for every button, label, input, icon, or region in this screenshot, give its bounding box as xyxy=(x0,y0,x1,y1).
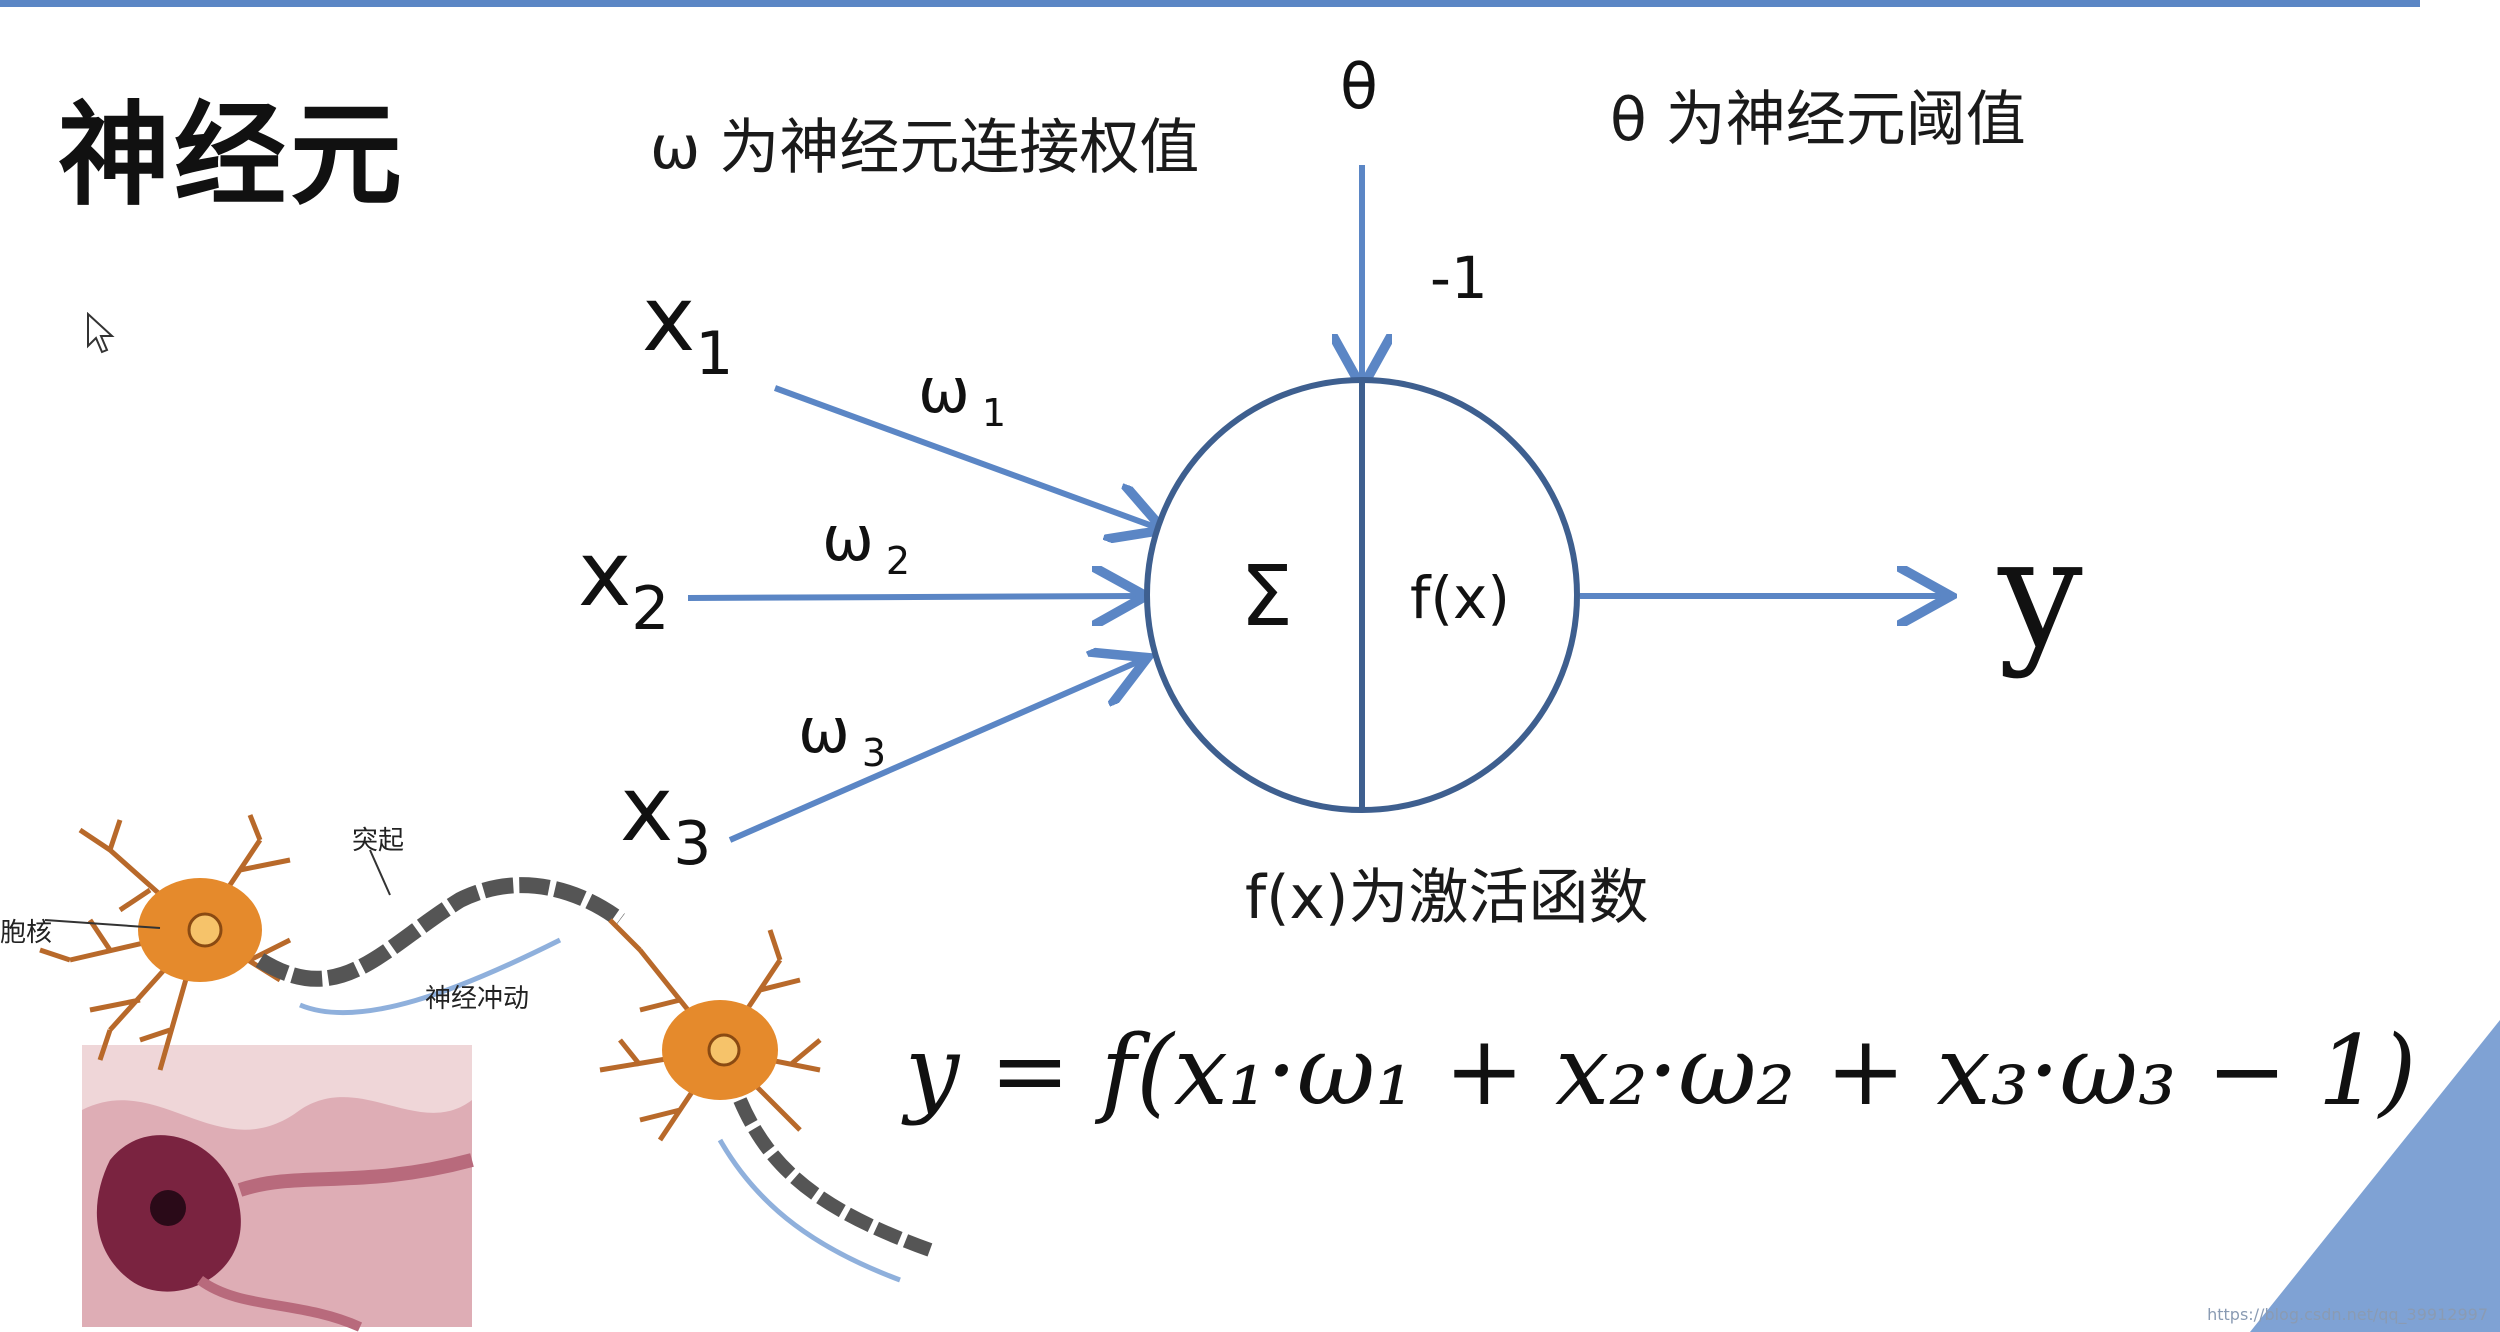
label-protrusion: 突起 xyxy=(352,826,405,856)
nucleus-right xyxy=(707,1033,741,1067)
nucleus-left xyxy=(187,912,223,948)
input-x2: x2 xyxy=(578,522,669,644)
input-x3: x3 xyxy=(620,757,711,879)
watermark: https://blog.csdn.net/qq_39912997 xyxy=(2207,1305,2488,1324)
output-y: y xyxy=(1997,507,2083,681)
axon-right xyxy=(733,1097,933,1257)
sum-symbol: Σ xyxy=(1240,547,1293,645)
neuron-formula: y = f(x₁·ω₁ + x₂·ω₂ + x₃·ω₃ − 1) xyxy=(905,1015,2417,1127)
input-arrow-1 xyxy=(773,385,1158,528)
top-accent-bar xyxy=(0,0,2420,7)
label-impulse: 神经冲动 xyxy=(425,984,530,1014)
input-arrow-2 xyxy=(687,596,1140,598)
biological-neuron-illustration xyxy=(39,814,933,1332)
slide-title: 神经元 xyxy=(58,91,406,221)
axon xyxy=(255,877,625,987)
activation-symbol: f(x) xyxy=(1410,564,1510,632)
label-nucleus: 胞核 xyxy=(0,918,53,948)
input-arrow-3 xyxy=(728,660,1142,843)
threshold-note: θ 为神经元阈值 xyxy=(1610,85,2026,155)
corner-decoration xyxy=(2250,1020,2500,1332)
input-x1: x1 xyxy=(642,267,733,389)
threshold-input: -1 xyxy=(1430,244,1488,312)
threshold-symbol: θ xyxy=(1340,50,1378,123)
mouse-cursor-icon xyxy=(87,312,115,354)
weight-note: ω 为神经元连接权值 xyxy=(650,113,1200,183)
activation-note: f(x)为激活函数 xyxy=(1245,863,1649,933)
